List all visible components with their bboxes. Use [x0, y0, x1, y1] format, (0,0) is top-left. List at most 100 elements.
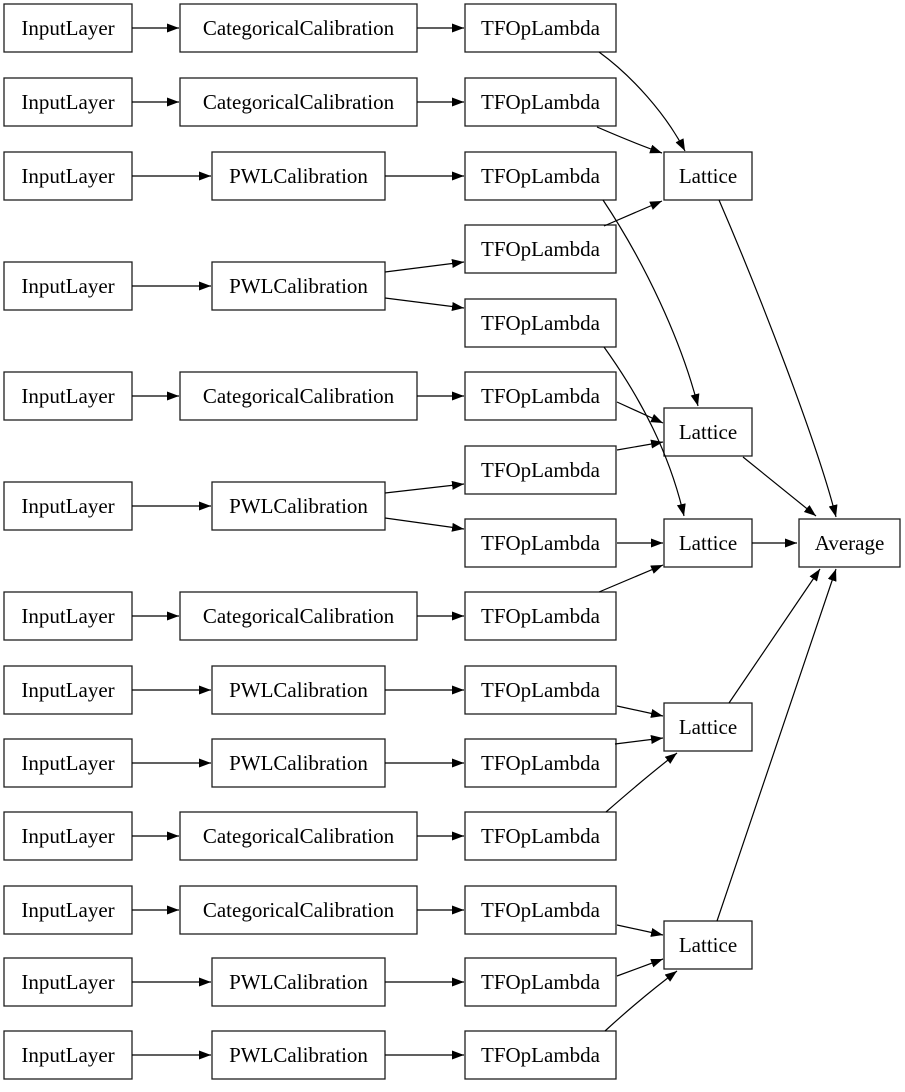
node-tf5: TFOpLambda [464, 371, 617, 421]
node-label: TFOpLambda [481, 898, 601, 922]
node-box [211, 481, 386, 531]
node-in9: InputLayer [3, 738, 133, 788]
node-in12: InputLayer [3, 957, 133, 1007]
node-box [3, 591, 133, 641]
node-label: TFOpLambda [481, 311, 601, 335]
node-label: CategoricalCalibration [203, 604, 395, 628]
node-box [464, 151, 617, 201]
node-box [179, 885, 418, 935]
node-label: InputLayer [21, 494, 114, 518]
node-box [3, 811, 133, 861]
edge-tf12-lat5 [616, 958, 664, 977]
node-box [211, 957, 386, 1007]
node-box [798, 518, 901, 568]
node-box [464, 738, 617, 788]
node-label: PWLCalibration [229, 751, 368, 775]
node-pwl6: PWLCalibration [211, 481, 386, 531]
node-label: InputLayer [21, 970, 114, 994]
node-box [3, 957, 133, 1007]
node-box [464, 957, 617, 1007]
node-box [464, 77, 617, 127]
node-box [464, 298, 617, 348]
node-tf7: TFOpLambda [464, 591, 617, 641]
node-box [3, 3, 133, 53]
node-in6: InputLayer [3, 481, 133, 531]
node-label: PWLCalibration [229, 970, 368, 994]
node-label: Lattice [679, 933, 737, 957]
edge-pwl4-tf4a [384, 259, 465, 273]
node-label: Lattice [679, 420, 737, 444]
node-box [464, 811, 617, 861]
node-in4: InputLayer [3, 261, 133, 311]
node-box [663, 920, 753, 970]
node-box [211, 261, 386, 311]
node-box [464, 1030, 617, 1080]
edge-tf7-lat3 [598, 564, 664, 593]
node-avg: Average [798, 518, 901, 568]
node-label: Average [815, 531, 885, 555]
node-box [464, 445, 617, 495]
node-tf4a: TFOpLambda [464, 224, 617, 274]
node-label: PWLCalibration [229, 1043, 368, 1067]
node-label: TFOpLambda [481, 751, 601, 775]
node-label: PWLCalibration [229, 274, 368, 298]
node-label: CategoricalCalibration [203, 384, 395, 408]
node-tf1: TFOpLambda [464, 3, 617, 53]
edge-tf8-lat4 [616, 705, 664, 718]
node-box [464, 371, 617, 421]
node-in10: InputLayer [3, 811, 133, 861]
node-label: PWLCalibration [229, 164, 368, 188]
node-lat4: Lattice [663, 702, 753, 752]
node-label: TFOpLambda [481, 1043, 601, 1067]
node-label: TFOpLambda [481, 678, 601, 702]
node-box [179, 3, 418, 53]
node-lat3: Lattice [663, 518, 753, 568]
node-box [3, 151, 133, 201]
node-box [663, 151, 753, 201]
edge-pwl6-tf6b [384, 517, 465, 532]
edge-tf10-lat4 [605, 752, 678, 813]
node-label: TFOpLambda [481, 164, 601, 188]
node-cat1: CategoricalCalibration [179, 3, 418, 53]
node-in5: InputLayer [3, 371, 133, 421]
node-in11: InputLayer [3, 885, 133, 935]
node-label: Lattice [679, 715, 737, 739]
node-label: TFOpLambda [481, 604, 601, 628]
node-box [663, 702, 753, 752]
edges-layer [132, 23, 838, 1060]
node-label: TFOpLambda [481, 824, 601, 848]
node-label: TFOpLambda [481, 384, 601, 408]
node-tf12: TFOpLambda [464, 957, 617, 1007]
node-label: CategoricalCalibration [203, 824, 395, 848]
node-label: TFOpLambda [481, 970, 601, 994]
node-label: Lattice [679, 531, 737, 555]
node-box [179, 591, 418, 641]
edge-tf11-lat5 [616, 924, 664, 937]
node-cat7: CategoricalCalibration [179, 591, 418, 641]
edge-pwl4-tf4b [384, 297, 465, 311]
node-tf6a: TFOpLambda [464, 445, 617, 495]
node-label: InputLayer [21, 384, 114, 408]
edge-tf9-lat4 [614, 735, 664, 745]
node-label: InputLayer [21, 90, 114, 114]
edge-tf13-lat5 [604, 970, 678, 1032]
node-box [211, 665, 386, 715]
edge-tf3-lat2 [602, 199, 700, 407]
node-in7: InputLayer [3, 591, 133, 641]
node-pwl13: PWLCalibration [211, 1030, 386, 1080]
edge-lat4-avg [728, 568, 821, 704]
node-label: InputLayer [21, 16, 114, 40]
node-box [3, 481, 133, 531]
node-tf2: TFOpLambda [464, 77, 617, 127]
node-box [464, 224, 617, 274]
node-in8: InputLayer [3, 665, 133, 715]
edge-tf4b-lat3 [603, 346, 686, 517]
edge-tf4a-lat1 [603, 200, 663, 227]
node-pwl8: PWLCalibration [211, 665, 386, 715]
node-cat2: CategoricalCalibration [179, 77, 418, 127]
node-in2: InputLayer [3, 77, 133, 127]
node-pwl9: PWLCalibration [211, 738, 386, 788]
node-label: CategoricalCalibration [203, 16, 395, 40]
node-pwl12: PWLCalibration [211, 957, 386, 1007]
